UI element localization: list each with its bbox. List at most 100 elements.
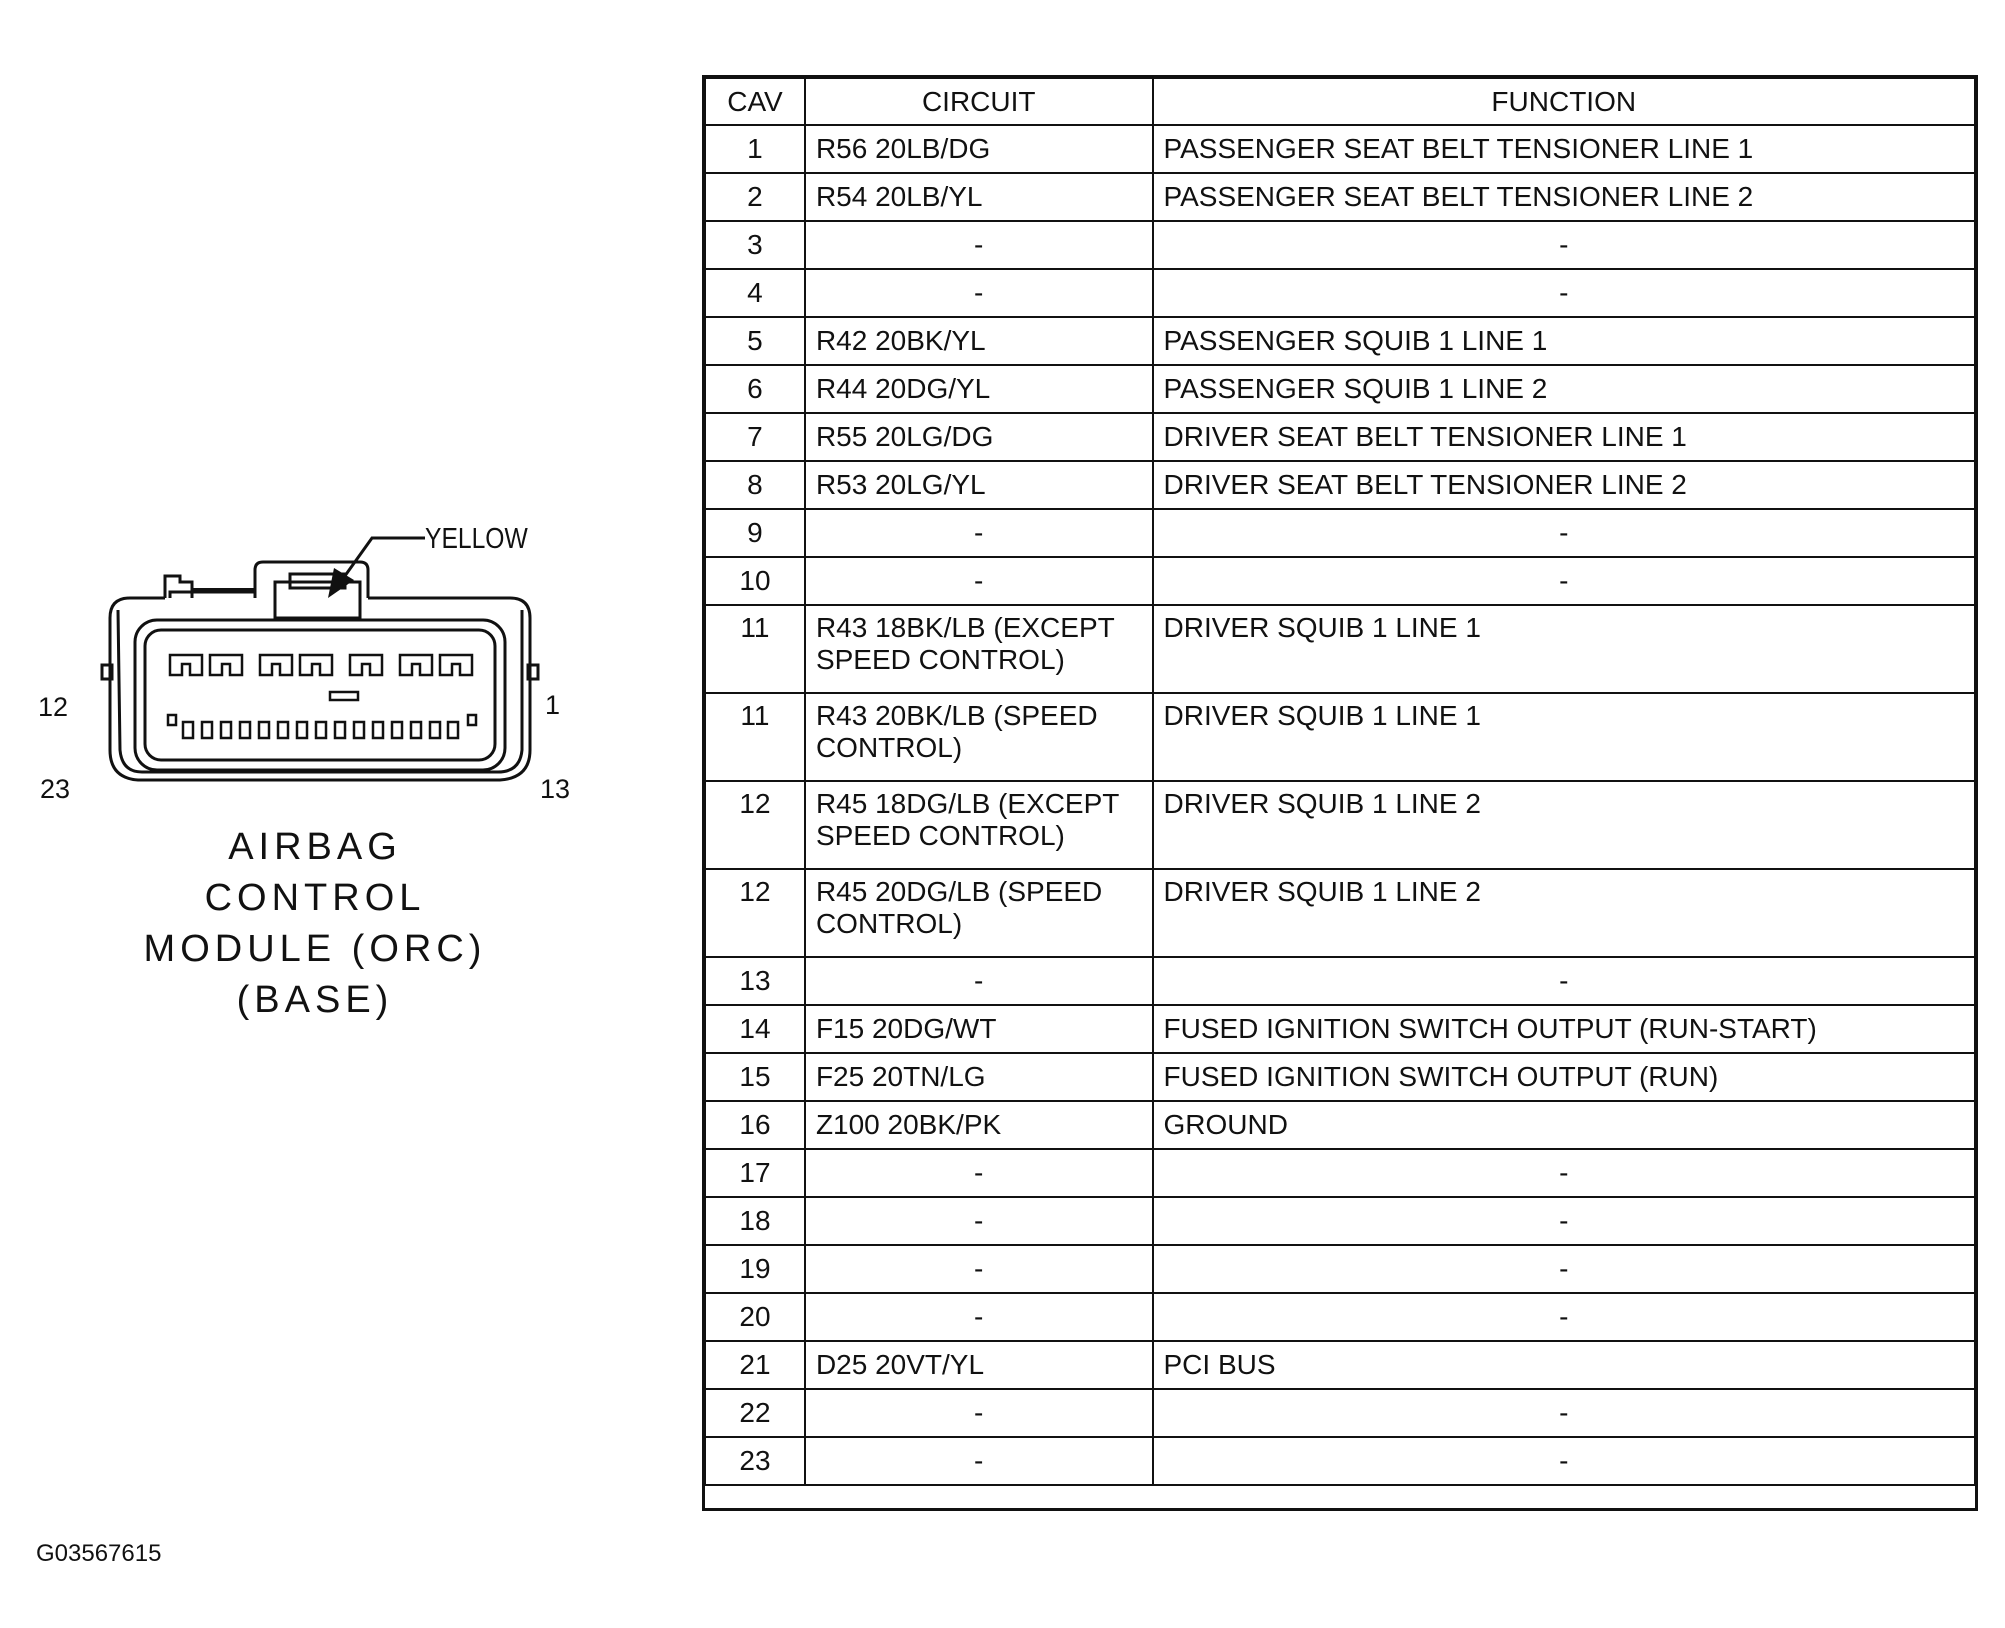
module-title-line-2: CONTROL: [204, 877, 426, 919]
function-cell: FUSED IGNITION SWITCH OUTPUT (RUN-START): [1151, 1004, 1976, 1054]
cav-cell: 14: [704, 1004, 806, 1054]
function-cell: PASSENGER SQUIB 1 LINE 2: [1151, 364, 1976, 414]
cav-cell: 2: [704, 172, 806, 222]
header-function: FUNCTION: [1151, 77, 1976, 126]
circuit-cell: F25 20TN/LG: [803, 1052, 1154, 1102]
circuit-cell: Z100 20BK/PK: [803, 1100, 1154, 1150]
cav-cell: 19: [704, 1244, 806, 1294]
function-cell: PASSENGER SEAT BELT TENSIONER LINE 1: [1151, 124, 1976, 174]
cav-cell: 10: [704, 556, 806, 606]
cav-cell: 18: [704, 1196, 806, 1246]
function-cell: -: [1151, 956, 1976, 1006]
function-cell: -: [1151, 1244, 1976, 1294]
function-cell: DRIVER SEAT BELT TENSIONER LINE 2: [1151, 460, 1976, 510]
function-cell: FUSED IGNITION SWITCH OUTPUT (RUN): [1151, 1052, 1976, 1102]
cav-cell: 22: [704, 1388, 806, 1438]
circuit-cell: -: [803, 1388, 1154, 1438]
cav-cell: 16: [704, 1100, 806, 1150]
circuit-cell: R45 20DG/LB (SPEED CONTROL): [803, 868, 1154, 958]
header-circuit: CIRCUIT: [803, 77, 1154, 126]
pin-label-1: 1: [545, 690, 561, 720]
pin-label-13: 13: [540, 774, 571, 804]
table-row: 20--: [704, 1292, 1976, 1342]
circuit-cell: -: [803, 220, 1154, 270]
circuit-cell: R45 18DG/LB (EXCEPT SPEED CONTROL): [803, 780, 1154, 870]
table-row: 13--: [704, 956, 1976, 1006]
table-row: 23--: [704, 1436, 1976, 1486]
airbag-connector-diagram: [30, 510, 590, 830]
circuit-cell: R54 20LB/YL: [803, 172, 1154, 222]
module-title: AIRBAG CONTROL MODULE (ORC) (BASE): [120, 822, 510, 1026]
module-title-line-1: AIRBAG: [228, 826, 402, 868]
cav-cell: 11: [704, 604, 806, 694]
function-cell: -: [1151, 1292, 1976, 1342]
circuit-cell: -: [803, 508, 1154, 558]
function-cell: DRIVER SQUIB 1 LINE 1: [1151, 692, 1976, 782]
circuit-cell: -: [803, 1292, 1154, 1342]
function-cell: PCI BUS: [1151, 1340, 1976, 1390]
function-cell: -: [1151, 1196, 1976, 1246]
function-cell: DRIVER SQUIB 1 LINE 1: [1151, 604, 1976, 694]
connector-face-drawing: [100, 560, 540, 782]
function-cell: DRIVER SEAT BELT TENSIONER LINE 1: [1151, 412, 1976, 462]
function-cell: -: [1151, 1148, 1976, 1198]
yellow-pointer-arrow: [328, 536, 425, 598]
circuit-cell: R56 20LB/DG: [803, 124, 1154, 174]
cav-cell: 17: [704, 1148, 806, 1198]
table-row: 18--: [704, 1196, 1976, 1246]
table-row: 19--: [704, 1244, 1976, 1294]
function-cell: -: [1151, 556, 1976, 606]
cav-cell: 12: [704, 868, 806, 958]
pin-label-12: 12: [38, 692, 69, 722]
cav-cell: 23: [704, 1436, 806, 1486]
function-cell: -: [1151, 508, 1976, 558]
function-cell: -: [1151, 220, 1976, 270]
table-row: 22--: [704, 1388, 1976, 1438]
circuit-cell: -: [803, 1244, 1154, 1294]
figure-id: G03567615: [36, 1540, 162, 1567]
function-cell: PASSENGER SEAT BELT TENSIONER LINE 2: [1151, 172, 1976, 222]
circuit-cell: -: [803, 1196, 1154, 1246]
module-title-line-4: (BASE): [236, 979, 394, 1021]
cav-cell: 9: [704, 508, 806, 558]
cav-cell: 13: [704, 956, 806, 1006]
module-title-line-3: MODULE (ORC): [143, 928, 487, 970]
cav-cell: 8: [704, 460, 806, 510]
function-cell: DRIVER SQUIB 1 LINE 2: [1151, 868, 1976, 958]
circuit-cell: R44 20DG/YL: [803, 364, 1154, 414]
function-cell: -: [1151, 1436, 1976, 1486]
table-header-row: CAV CIRCUIT FUNCTION: [704, 77, 1976, 126]
cav-cell: 21: [704, 1340, 806, 1390]
table-row: 10--: [704, 556, 1976, 606]
circuit-cell: F15 20DG/WT: [803, 1004, 1154, 1054]
circuit-cell: R55 20LG/DG: [803, 412, 1154, 462]
circuit-cell: R43 18BK/LB (EXCEPT SPEED CONTROL): [803, 604, 1154, 694]
pin-label-23: 23: [40, 774, 71, 804]
circuit-cell: R42 20BK/YL: [803, 316, 1154, 366]
circuit-cell: -: [803, 1148, 1154, 1198]
cav-cell: 1: [704, 124, 806, 174]
cav-cell: 20: [704, 1292, 806, 1342]
circuit-cell: -: [803, 556, 1154, 606]
function-cell: -: [1151, 268, 1976, 318]
table-row: 17--: [704, 1148, 1976, 1198]
cav-cell: 15: [704, 1052, 806, 1102]
function-cell: -: [1151, 1388, 1976, 1438]
circuit-cell: R53 20LG/YL: [803, 460, 1154, 510]
